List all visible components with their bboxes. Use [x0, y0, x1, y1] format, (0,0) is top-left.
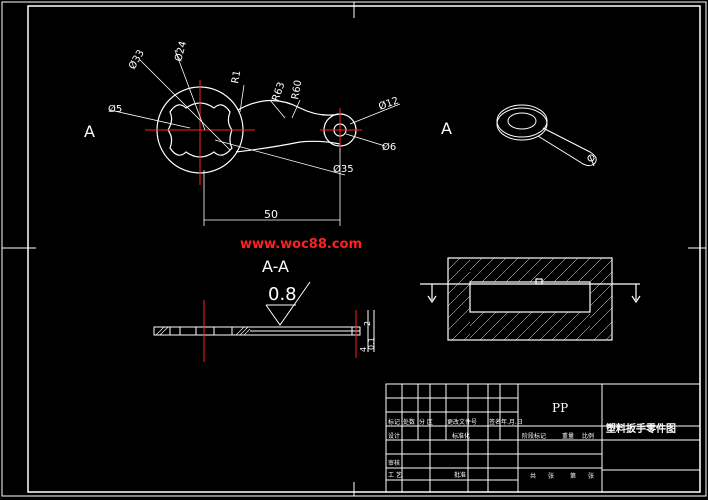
section-hatching	[155, 326, 251, 336]
sheet-unit-label-1: 张	[548, 472, 554, 480]
part-name: 塑料扳手零件图	[606, 422, 676, 435]
process-label: 工 艺	[388, 471, 402, 479]
wrench-center-lines	[145, 80, 362, 185]
section-marker-right: A	[441, 119, 452, 138]
section-profile	[153, 310, 375, 352]
section-marker-left: A	[84, 122, 95, 141]
dim-d33: Ø33	[126, 48, 147, 72]
dim-r63: R63	[270, 81, 287, 103]
dim-d24: Ø24	[172, 40, 189, 63]
dim-thick01: 0.1	[367, 337, 376, 350]
header-count: 处数	[403, 418, 415, 426]
surface-roughness-value: 0.8	[268, 284, 297, 305]
dim-d6: Ø6	[382, 141, 396, 153]
sheet-total-label: 共	[530, 472, 536, 480]
sheet-number-label: 第	[570, 472, 576, 480]
approve-label: 批准	[454, 471, 466, 479]
dim-thick2: 2	[363, 321, 372, 326]
dim-len50: 50	[264, 208, 278, 221]
mold-hatching	[447, 257, 613, 341]
wrench-dimension-lines	[109, 49, 401, 226]
header-change-doc: 更改文件号	[447, 418, 477, 426]
surface-roughness-symbol	[265, 281, 311, 326]
section-title: A-A	[262, 257, 289, 276]
dim-r60: R60	[290, 79, 304, 100]
material-label: PP	[552, 401, 568, 415]
dim-thick4: 4	[359, 347, 368, 352]
watermark-text: www.woc88.com	[240, 237, 362, 252]
standardize-label: 标准化	[452, 432, 470, 440]
dim-d35: Ø35	[333, 163, 354, 175]
design-label: 设计	[388, 432, 400, 440]
dim-d5: Ø5	[108, 103, 122, 115]
dim-r1: R1	[230, 70, 243, 85]
stage-mark-label: 阶段标记	[522, 432, 546, 440]
scale-label: 比例	[582, 432, 594, 440]
weight-label: 重量	[562, 432, 574, 440]
review-label: 审核	[388, 459, 400, 467]
section-center-lines	[203, 300, 357, 362]
drawing-border	[27, 5, 701, 493]
header-mark: 标记	[388, 418, 400, 426]
header-zone: 分 区	[419, 418, 433, 426]
wrench-isometric-view	[496, 104, 597, 167]
header-sign: 签名	[489, 418, 501, 426]
header-date: 年.月.日	[501, 418, 523, 426]
dim-d12: Ø12	[377, 94, 400, 112]
sheet-unit-label-2: 张	[588, 472, 594, 480]
title-block	[385, 383, 701, 493]
